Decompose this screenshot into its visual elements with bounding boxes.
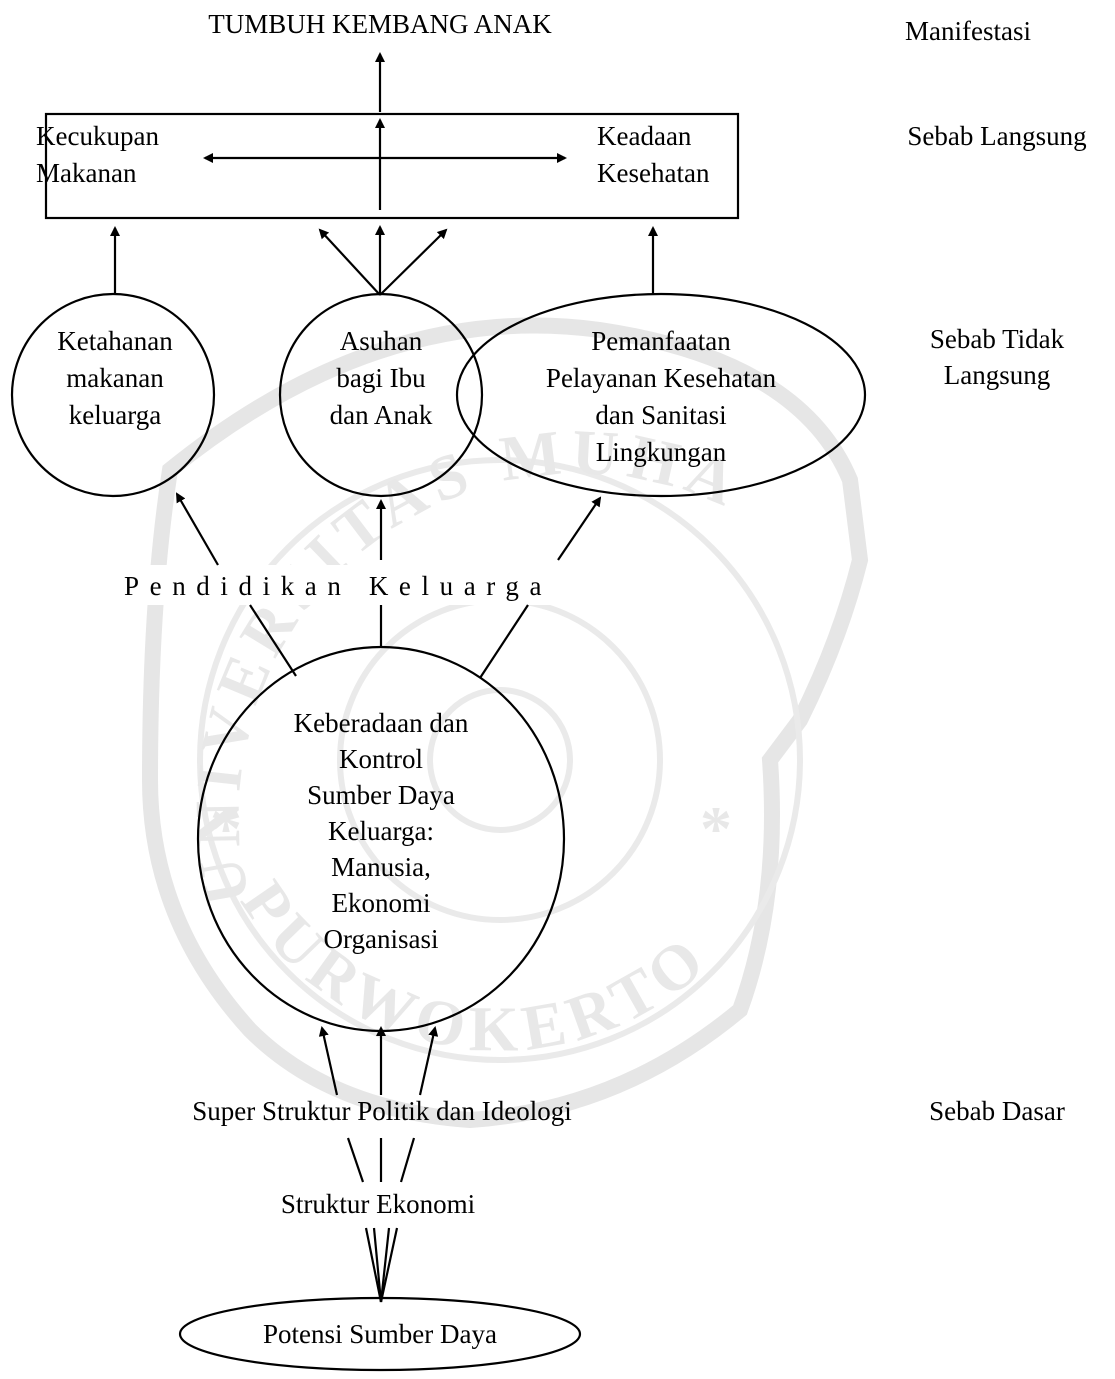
kecukupan-label-line1: Kecukupan (36, 121, 159, 151)
watermark-star-left: * (210, 793, 250, 864)
arrow-asuhan-to-box-left (318, 228, 381, 296)
arrow-to-pemanfaatan (557, 496, 602, 561)
node-asuhan-ibu-anak (278, 292, 484, 498)
level-label-manifestasi: Manifestasi (905, 16, 1031, 46)
pemanfaatan-line2: Pelayanan Kesehatan (546, 363, 777, 393)
line-sumber-to-pendidikan-right (479, 604, 529, 679)
keadaan-label-line2: Kesehatan (597, 158, 710, 188)
level-label-sebab-langsung: Sebab Langsung (907, 121, 1086, 151)
asuhan-line3: dan Anak (330, 400, 433, 430)
direct-causes-box (44, 112, 740, 220)
kecukupan-label-line2: Makanan (36, 158, 137, 188)
sumber-daya-line6: Ekonomi (332, 888, 431, 918)
potensi-sumber-daya-label: Potensi Sumber Daya (263, 1319, 497, 1349)
node-pemanfaatan-pelayanan (455, 292, 867, 498)
level-label-sebab-dasar: Sebab Dasar (929, 1096, 1065, 1126)
pendidikan-backing (118, 565, 650, 605)
watermark-star-right: * (700, 793, 740, 864)
keadaan-label-line1: Keadaan (597, 121, 692, 151)
level-label-sebab-tidak-langsung-line1: Sebab Tidak (930, 324, 1065, 354)
line-ekonomi-to-potensi-mid-left (372, 1227, 383, 1303)
line-super-to-ekonomi-left (346, 1137, 365, 1183)
level-label-sebab-tidak-langsung-line2: Langsung (944, 360, 1050, 390)
line-sumber-to-pendidikan-left (249, 604, 297, 677)
sumber-daya-line3: Sumber Daya (307, 780, 455, 810)
line-ekonomi-to-potensi-mid-right (379, 1227, 391, 1303)
pemanfaatan-line1: Pemanfaatan (591, 326, 731, 356)
sumber-daya-line7: Organisasi (324, 924, 439, 954)
arrow-asuhan-to-box-right (379, 228, 448, 296)
node-potensi-sumber-daya (178, 1296, 582, 1372)
arrow-super-to-sumber-right (418, 1026, 439, 1096)
ketahanan-line2: makanan (66, 363, 164, 393)
title-tumbuh-kembang: TUMBUH KEMBANG ANAK (208, 9, 552, 39)
sumber-daya-line5: Manusia, (331, 852, 431, 882)
arrow-super-to-sumber-left (318, 1026, 339, 1096)
asuhan-line2: bagi Ibu (336, 363, 426, 393)
sumber-daya-line2: Kontrol (339, 744, 423, 774)
super-struktur-label: Super Struktur Politik dan Ideologi (192, 1096, 571, 1126)
sumber-daya-line1: Keberadaan dan (294, 708, 469, 738)
ketahanan-line3: keluarga (69, 400, 161, 430)
pemanfaatan-line4: Lingkungan (596, 437, 727, 467)
struktur-ekonomi-label: Struktur Ekonomi (281, 1189, 475, 1219)
pendidikan-keluarga-label: Pendidikan Keluarga (124, 571, 552, 601)
line-ekonomi-to-potensi-left (364, 1227, 383, 1303)
arrow-to-ketahanan (175, 492, 219, 566)
line-super-to-ekonomi-right (399, 1137, 416, 1183)
pemanfaatan-line3: dan Sanitasi (595, 400, 726, 430)
sumber-daya-line4: Keluarga: (328, 816, 434, 846)
asuhan-line1: Asuhan (340, 326, 423, 356)
node-ketahanan-makanan (10, 292, 216, 498)
watermark-arc-bottom: PURWOKERTO (228, 868, 723, 1064)
line-ekonomi-to-potensi-right (379, 1227, 399, 1303)
ketahanan-line1: Ketahanan (57, 326, 173, 356)
